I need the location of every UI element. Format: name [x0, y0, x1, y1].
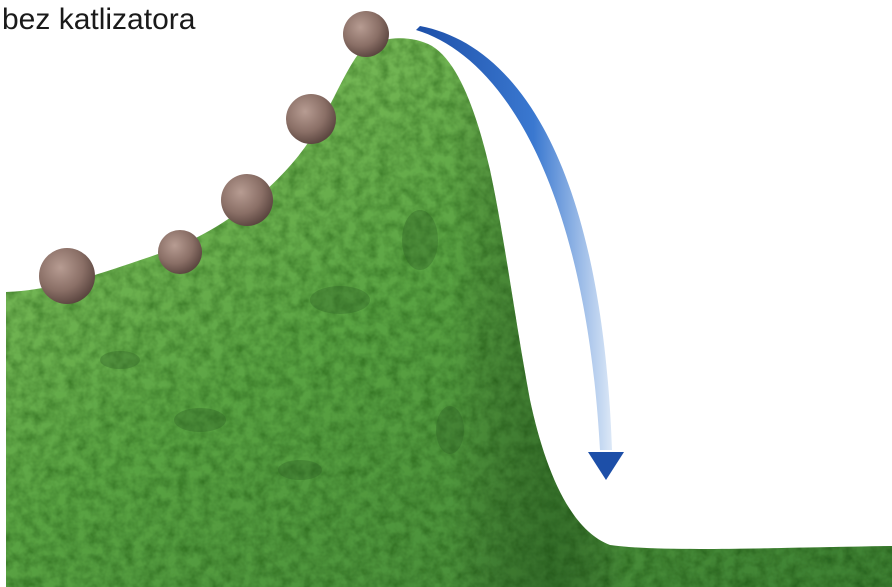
boulder [39, 248, 95, 304]
boulder [221, 174, 273, 226]
boulder [286, 94, 336, 144]
boulder [158, 230, 202, 274]
boulder [343, 11, 389, 57]
hill-shading [6, 38, 892, 587]
